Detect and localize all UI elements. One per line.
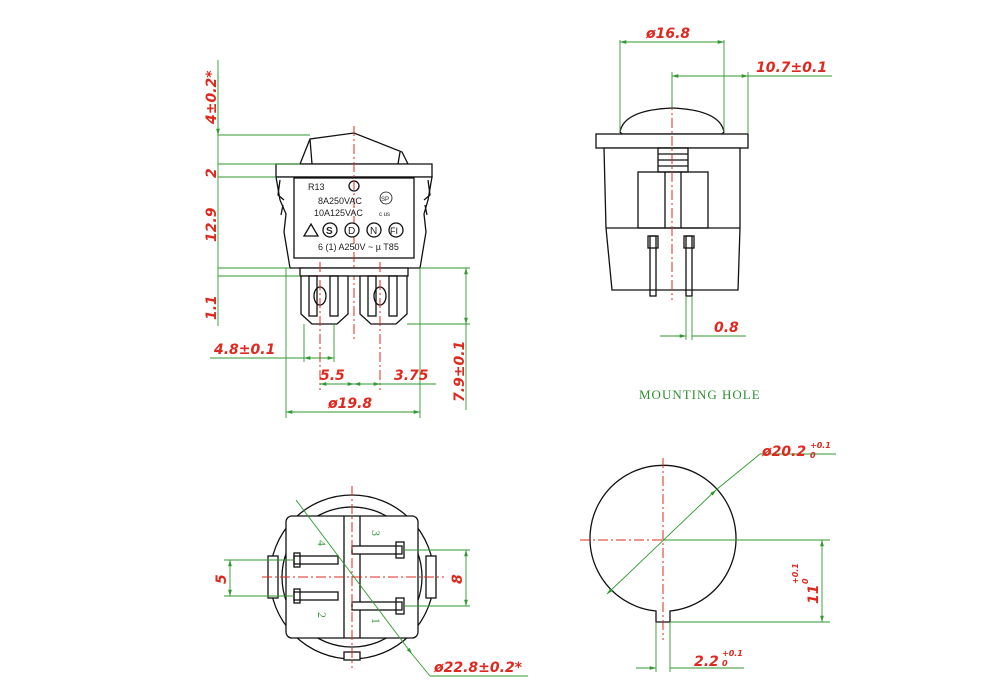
svg-text:S: S [326,226,333,237]
terminal-left [300,275,349,325]
dim-3-75-text: 3.75 [394,368,429,384]
svg-text:N: N [370,226,377,237]
rating1-text: 8A250VAC [318,196,362,206]
triangle-cert-icon [302,222,320,237]
rating3-text: 6 (1) A250V ~ µ T85 [318,242,399,252]
dim-11-tol0: 0 [801,578,810,584]
dim-22-8-text: ø22.8±0.2* [433,660,523,676]
dim-2-text: 2 [204,168,220,178]
terminal-1-label: 1 [369,618,383,624]
side-view: R13 8A250VAC 10A125VAC SP c us S D N FI … [204,60,470,418]
dim-20-2-text: ø20.2 [761,444,806,460]
dim-5-5-text: 5.5 [320,368,345,384]
cert-d-icon: D [344,222,360,238]
csa-logo-icon: SP [379,191,393,205]
dim-12-9-text: 12.9 [204,207,220,242]
dim-4-text: 4±0.2* [204,70,220,125]
dim-5-text: 5 [214,574,230,584]
svg-text:FI: FI [390,226,398,236]
dim-20-2-tol: +0.1 [810,441,831,450]
model-text: R13 [308,182,325,192]
dim-2-2-tol: +0.1 [722,649,743,658]
dim-0-8-text: 0.8 [714,320,739,336]
cert-n-icon: N [366,222,382,238]
dim-10-7-text: 10.7±0.1 [756,60,827,76]
dim-19-8-text: ø19.8 [327,396,372,412]
dim-1-1-text: 1.1 [204,295,220,320]
svg-text:SP: SP [381,197,389,203]
bottom-view: 4 2 3 1 5 8 ø22.8±0.2* [214,486,528,677]
mounting-hole-view: MOUNTING HOLE ø20.2 +0.1 0 11 +0.1 0 2.2… [580,387,836,672]
mounting-hole-title: MOUNTING HOLE [639,387,761,402]
dim-2-2-text: 2.2 [694,654,719,670]
terminal-3-label: 3 [369,530,383,536]
terminal-base [299,267,409,277]
dim-16-8-text: ø16.8 [645,26,690,42]
dim-7-9-text: 7.9±0.1 [452,341,468,402]
dim-8-text: 8 [450,574,466,584]
dim-20-2-tol0: 0 [810,451,816,460]
front-view: ø16.8 10.7±0.1 0.8 [595,26,832,340]
cert-s-icon: S [322,222,338,238]
c-us-text: c us [379,212,390,218]
dim-2-2-tol0: 0 [722,659,728,668]
cert-fi-icon: FI [388,222,404,238]
terminal-4-label: 4 [315,540,329,546]
dim-11-tol: +0.1 [791,563,800,584]
svg-text:D: D [348,226,355,237]
dim-11-text: 11 [806,585,822,604]
rating2-text: 10A125VAC [314,208,363,218]
dim-4-8-text: 4.8±0.1 [213,342,275,358]
terminal-2-label: 2 [315,612,329,618]
terminal-right [359,275,408,325]
